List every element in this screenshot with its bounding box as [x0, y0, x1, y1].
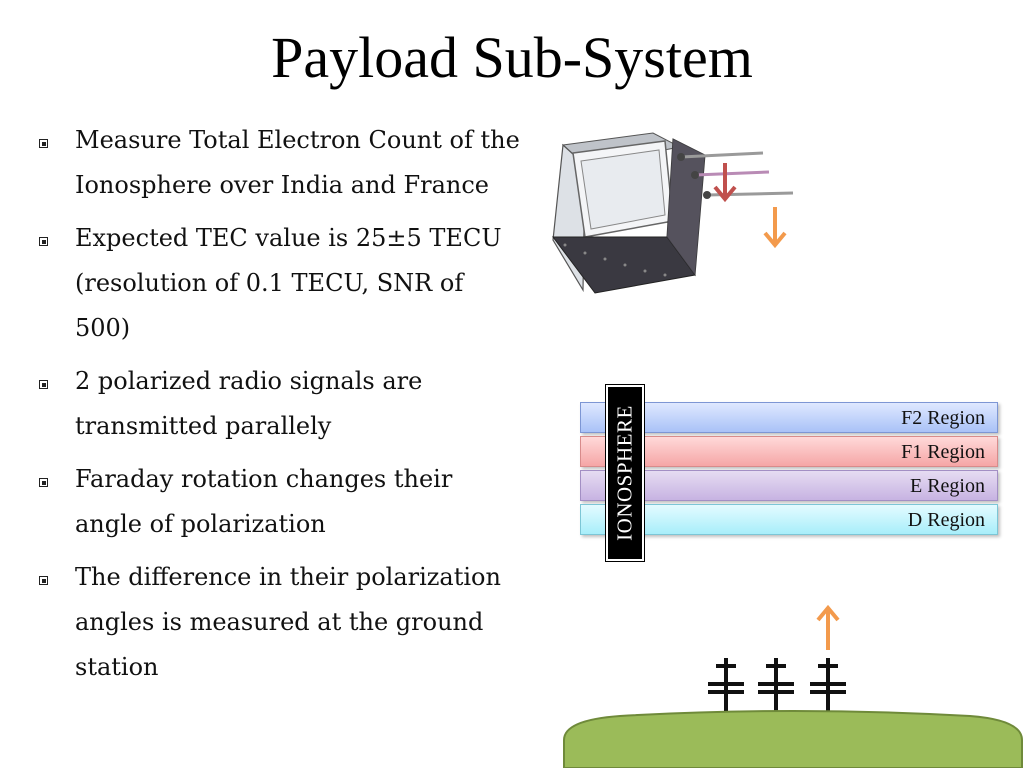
layer-e-region: E Region — [580, 470, 998, 501]
bullet-square-icon — [39, 139, 48, 148]
layer-f2-region: F2 Region — [580, 402, 998, 433]
bullet-text: Measure Total Electron Count of the Iono… — [75, 126, 520, 199]
bullet-square-icon — [39, 576, 48, 585]
layer-f1-region: F1 Region — [580, 436, 998, 467]
antenna-array-icon — [708, 658, 846, 718]
slide-title: Payload Sub-System — [271, 25, 753, 90]
bullet-list: Measure Total Electron Count of the Iono… — [30, 118, 520, 698]
ground-hill — [563, 710, 1023, 769]
ground-station-illustration — [563, 604, 1023, 769]
bullet-item: Measure Total Electron Count of the Iono… — [30, 118, 520, 208]
bullet-item: Expected TEC value is 25±5 TECU (resolut… — [30, 216, 520, 351]
orange-up-arrow-icon — [816, 604, 840, 650]
satellite-cube-icon — [552, 132, 794, 294]
bullet-square-icon — [39, 478, 48, 487]
satellite-illustration — [545, 125, 805, 305]
bullet-text: 2 polarized radio signals are transmitte… — [75, 367, 423, 440]
bullet-square-icon — [39, 237, 48, 246]
bullet-text: Expected TEC value is 25±5 TECU (resolut… — [75, 224, 502, 342]
ionosphere-layers: F2 Region F1 Region E Region D Region — [580, 400, 1000, 540]
bullet-text: The difference in their polarization ang… — [75, 563, 501, 681]
bullet-text: Faraday rotation changes their angle of … — [75, 465, 453, 538]
bullet-item: Faraday rotation changes their angle of … — [30, 457, 520, 547]
red-down-arrow-icon — [713, 163, 737, 203]
layer-d-region: D Region — [580, 504, 998, 535]
bullet-item: The difference in their polarization ang… — [30, 555, 520, 690]
bullet-item: 2 polarized radio signals are transmitte… — [30, 359, 520, 449]
ionosphere-label: IONOSPHERE — [612, 405, 637, 541]
orange-down-arrow-icon — [763, 207, 787, 249]
bullet-square-icon — [39, 380, 48, 389]
ground-station — [560, 600, 1024, 769]
ionosphere-label-box: IONOSPHERE — [606, 385, 644, 561]
